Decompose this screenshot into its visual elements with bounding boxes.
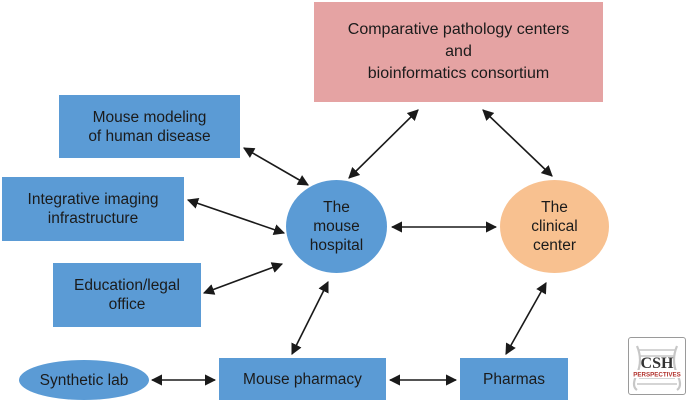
arrow-consortium-hospital xyxy=(348,109,419,179)
node-mouse-modeling-label: Mouse modeling of human disease xyxy=(88,108,211,145)
arrow-modeling-hospital xyxy=(243,147,309,186)
logo-text-csh: CSH xyxy=(641,355,674,372)
arrow-hospital-pharmacy xyxy=(291,280,329,356)
logo-text-perspectives: PERSPECTIVES xyxy=(633,372,680,379)
node-imaging-label: Integrative imaging infrastructure xyxy=(27,191,159,227)
csh-perspectives-logo: CSH PERSPECTIVES xyxy=(628,337,686,395)
node-mouse-hospital: The mouse hospital xyxy=(286,180,387,273)
node-pharmas: Pharmas xyxy=(460,358,568,400)
arrow-consortium-clinical xyxy=(482,109,553,177)
node-mouse-pharmacy-label: Mouse pharmacy xyxy=(243,370,362,388)
node-imaging: Integrative imaging infrastructure xyxy=(2,177,184,241)
node-synthetic-lab-label: Synthetic lab xyxy=(39,371,129,389)
node-clinical-center-label: The clinical center xyxy=(531,199,578,254)
node-education: Education/legal office xyxy=(53,263,201,327)
arrow-education-hospital xyxy=(202,262,284,295)
arrow-imaging-hospital xyxy=(186,197,286,236)
arrow-clinical-pharmas xyxy=(505,282,547,355)
node-mouse-hospital-label: The mouse hospital xyxy=(309,199,364,254)
node-consortium: Comparative pathology centers and bioinf… xyxy=(314,2,603,102)
node-clinical-center: The clinical center xyxy=(500,180,609,273)
node-consortium-label: Comparative pathology centers and bioinf… xyxy=(347,21,570,82)
node-mouse-modeling: Mouse modeling of human disease xyxy=(59,95,240,158)
node-synthetic-lab: Synthetic lab xyxy=(19,360,149,400)
csh-logo-mark: CSH PERSPECTIVES xyxy=(632,345,682,391)
node-education-label: Education/legal office xyxy=(74,277,180,313)
node-mouse-pharmacy: Mouse pharmacy xyxy=(219,358,386,400)
node-pharmas-label: Pharmas xyxy=(482,370,546,388)
